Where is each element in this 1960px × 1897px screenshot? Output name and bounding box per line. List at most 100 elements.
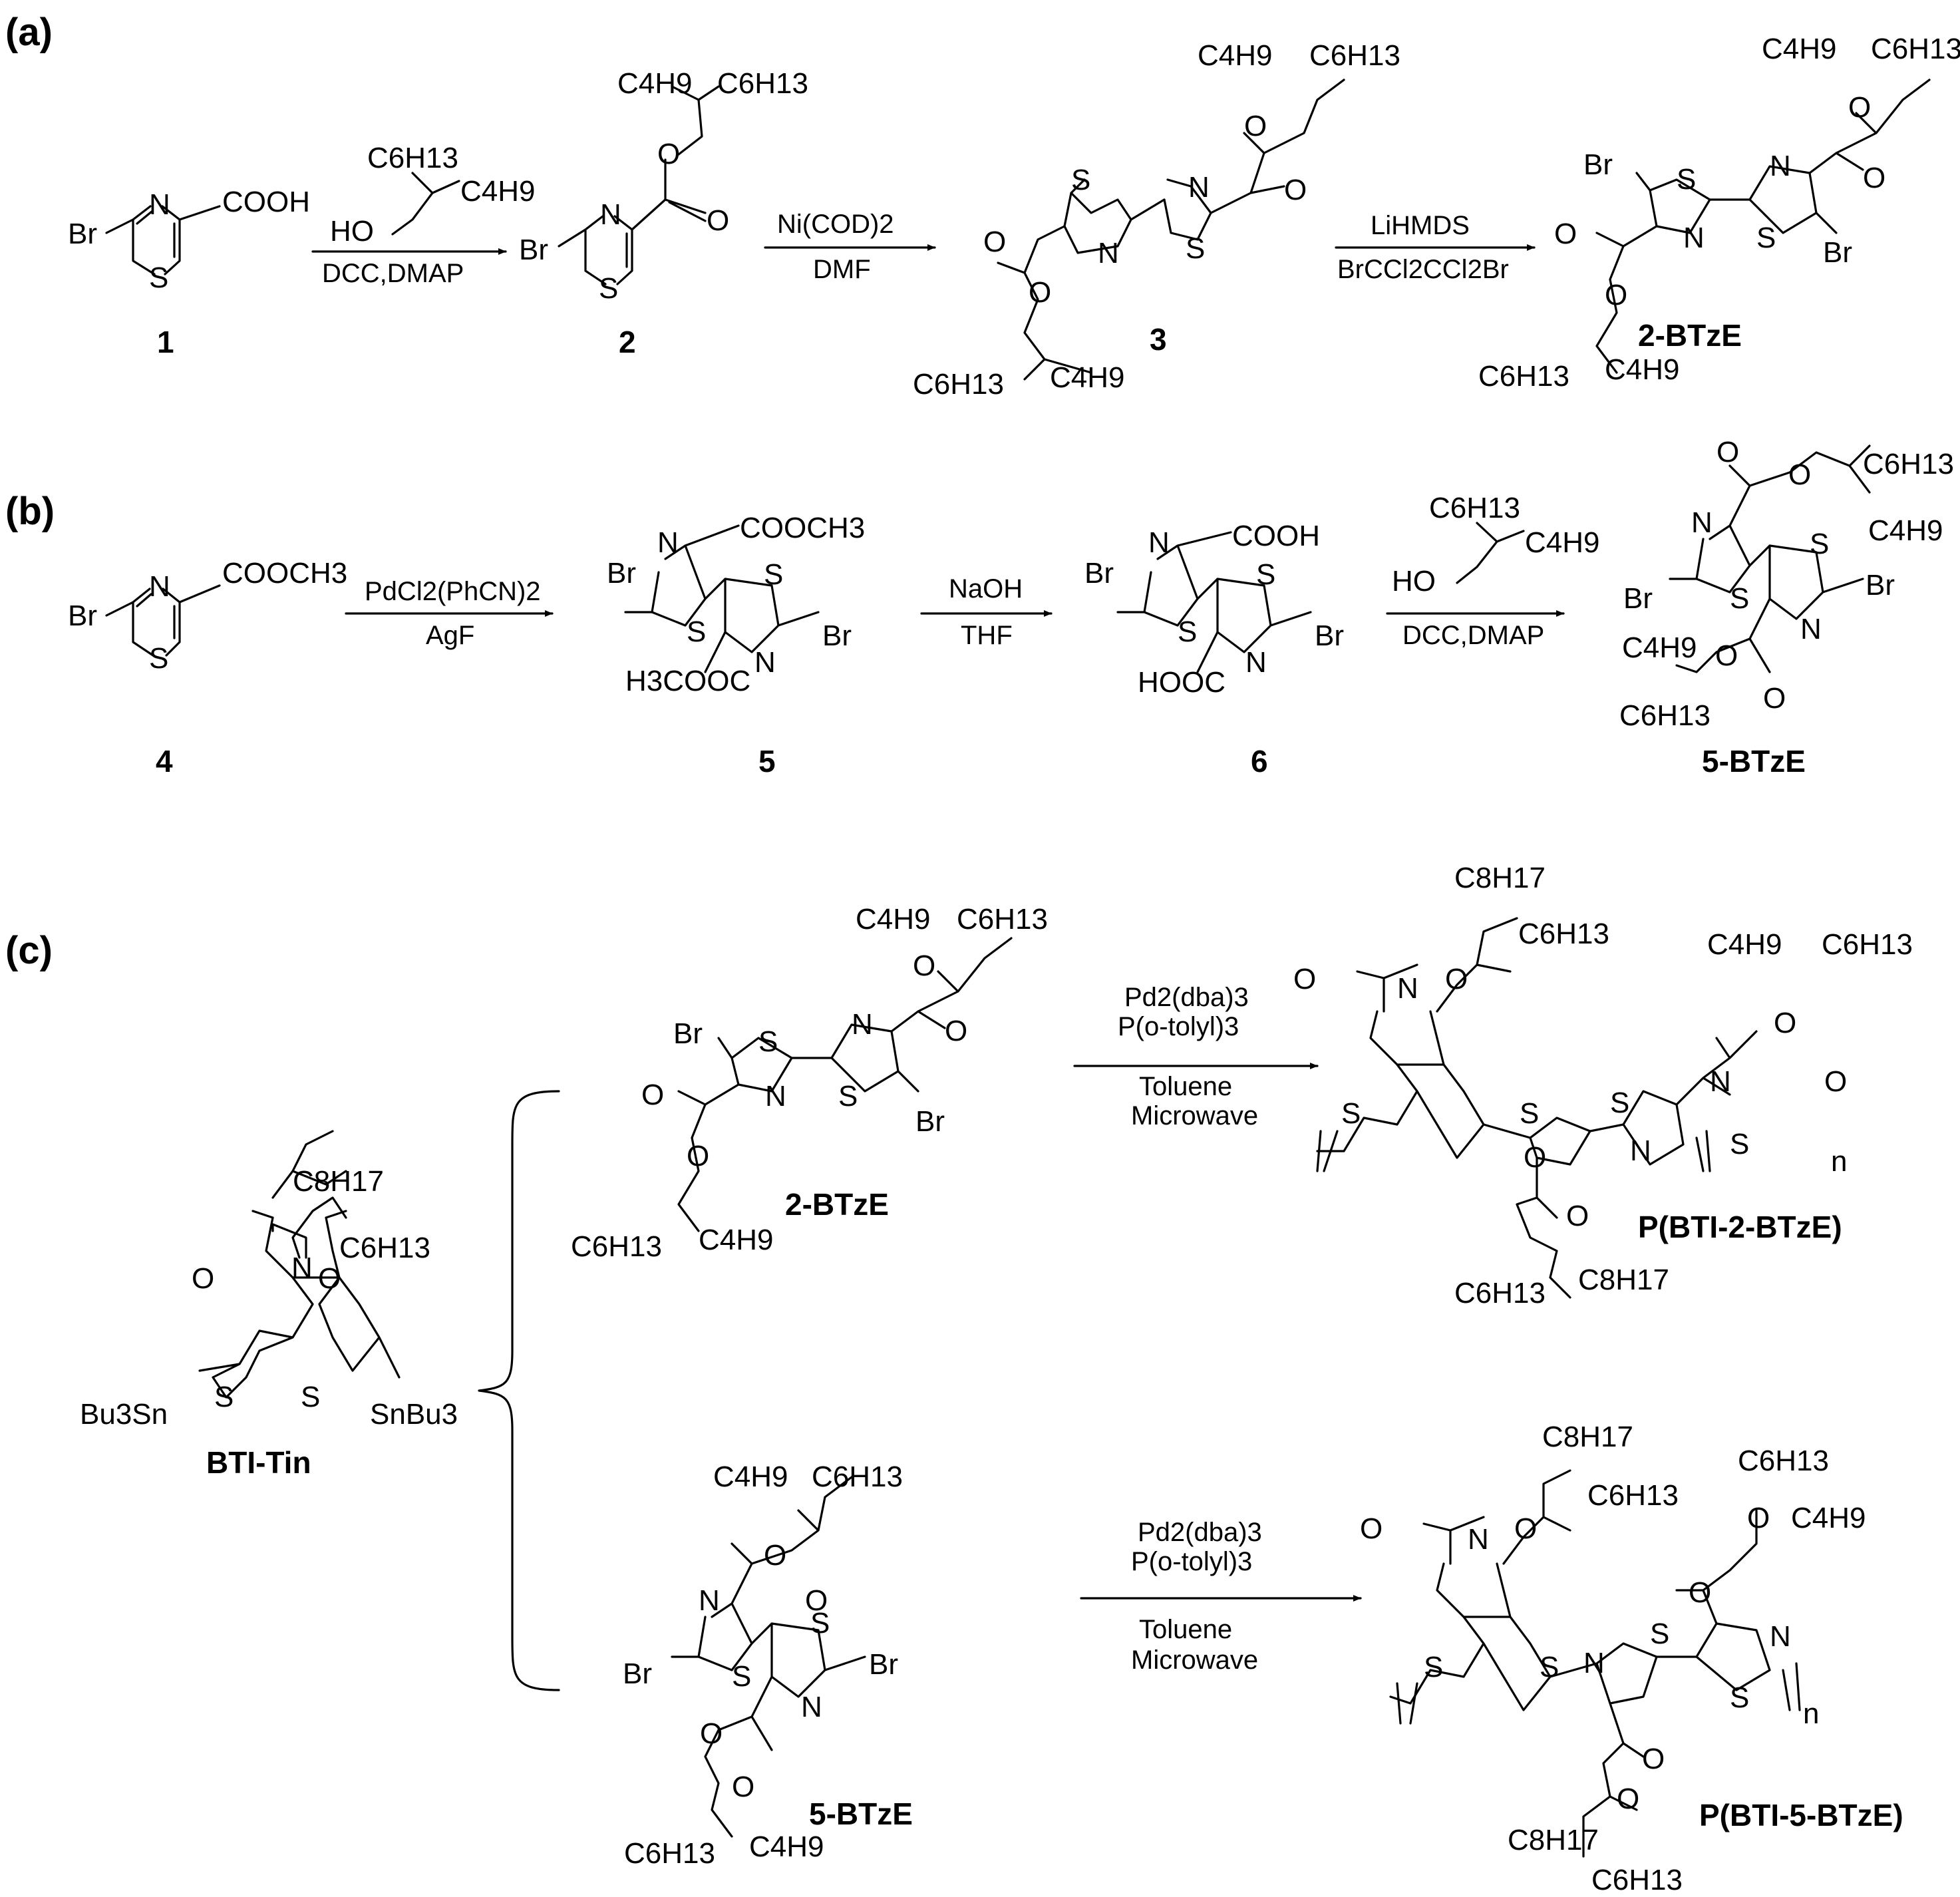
chain-label: C4H9: [1762, 33, 1837, 65]
compound-label-5-btze: 5-BTzE: [809, 1797, 913, 1831]
reagent-text: DMF: [813, 255, 871, 284]
chain-label: C6H13: [1871, 33, 1960, 65]
atom-label: O: [1360, 1512, 1383, 1545]
atom-label: S: [1178, 615, 1197, 648]
atom-label: N: [801, 1691, 822, 1723]
atom-label: N: [149, 188, 170, 221]
atom-label: S: [1610, 1087, 1629, 1119]
polymer-p-bti-5-btze-structure: N O O S S N S N S O O O O n C8H17 C6H13 …: [1360, 1421, 1866, 1896]
reagent-text: Toluene: [1139, 1072, 1232, 1101]
polymer-p-bti-2-btze-structure: N O O S S S N N S O O O O n C8H17 C6H13 …: [1293, 862, 1913, 1309]
chain-label: C4H9: [1622, 631, 1697, 664]
atom-label: O: [657, 138, 680, 170]
atom-label: Br: [519, 234, 548, 266]
compound-label-2-btze: 2-BTzE: [785, 1187, 889, 1222]
atom-label: S: [1186, 232, 1205, 265]
atom-label: N: [1691, 506, 1713, 539]
compound-2-btze-structure: Br S N N S Br O O O O C4H9 C6H13 C6H13 C…: [571, 903, 1048, 1263]
atom-label: O: [1293, 963, 1316, 995]
chain-label: C8H17: [1454, 862, 1546, 894]
reagent-text: P(o-tolyl)3: [1131, 1547, 1252, 1576]
compound-label-2-btze: 2-BTzE: [1638, 318, 1742, 353]
atom-label: N: [1397, 972, 1418, 1005]
polymer-label-p-bti-5-btze: P(BTI-5-BTzE): [1699, 1798, 1903, 1832]
atom-label: O: [1244, 110, 1267, 142]
atom-label: O: [1554, 218, 1577, 250]
reagent-text: DCC,DMAP: [322, 259, 464, 288]
reaction-brace: [478, 1090, 560, 1691]
atom-label: O: [1566, 1200, 1589, 1232]
compound-label-3: 3: [1150, 322, 1167, 357]
atom-label: COOH: [222, 186, 310, 218]
reagent-text: P(o-tolyl)3: [1118, 1012, 1239, 1041]
chain-label: C6H13: [1518, 918, 1609, 950]
atom-label: Br: [1583, 148, 1613, 181]
chain-label: C6H13: [571, 1230, 662, 1263]
atom-label: S: [1730, 582, 1749, 615]
atom-label: S: [764, 558, 783, 591]
compound-label-5-btze: 5-BTzE: [1702, 744, 1806, 778]
atom-label: Br: [1623, 582, 1653, 615]
atom-label: S: [1540, 1651, 1559, 1683]
atom-label: S: [214, 1381, 234, 1413]
atom-label: O: [1642, 1743, 1665, 1775]
atom-label: O: [1284, 174, 1307, 206]
atom-label: O: [1617, 1783, 1639, 1815]
chain-label: C6H13: [1309, 39, 1400, 72]
reagent-2-butyloctanol: HO C6H13 C4H9: [1392, 492, 1600, 598]
atom-label: Br: [623, 1657, 652, 1690]
compound-6-structure: N S S N Br Br COOH HOOC: [1084, 520, 1344, 699]
chain-label: C8H17: [1508, 1824, 1599, 1856]
atom-label: S: [1424, 1651, 1443, 1683]
atom-label: N: [754, 646, 776, 679]
reagent-text: LiHMDS: [1371, 211, 1470, 240]
reagent-text: BrCCl2CCl2Br: [1337, 255, 1509, 284]
atom-label: S: [1730, 1681, 1749, 1714]
compound-4-structure: N S Br COOCH3: [68, 557, 347, 675]
atom-label: Br: [68, 218, 97, 250]
atom-label: N: [1770, 1620, 1791, 1653]
atom-label: Br: [607, 557, 636, 590]
atom-label: O: [1863, 162, 1885, 194]
atom-label: S: [838, 1080, 858, 1113]
atom-label: HOOC: [1138, 666, 1225, 699]
chain-label: C6H13: [1478, 360, 1569, 393]
atom-label: O: [913, 949, 935, 982]
chain-label: C4H9: [1868, 514, 1943, 547]
atom-label: COOH: [1232, 520, 1320, 552]
compound-bti-tin-structure: N O O S S Bu3Sn SnBu3 C8H17 C6H13: [80, 1130, 458, 1431]
chain-label: C8H17: [293, 1165, 384, 1198]
chain-label: C4H9: [1525, 526, 1600, 559]
chain-label: C6H13: [367, 142, 458, 174]
reagent-text: Toluene: [1139, 1615, 1232, 1644]
panel-label-a: (a): [5, 11, 53, 54]
atom-label: SnBu3: [370, 1398, 458, 1431]
chain-label: C6H13: [1619, 699, 1711, 732]
atom-label: S: [758, 1025, 778, 1058]
compound-label-1: 1: [157, 325, 174, 359]
atom-label: N: [1188, 171, 1210, 204]
chain-label: C4H9: [1605, 353, 1680, 386]
atom-label: N: [1630, 1134, 1651, 1167]
polymer-label-p-bti-2-btze: P(BTI-2-BTzE): [1638, 1210, 1842, 1244]
atom-label: Bu3Sn: [80, 1398, 168, 1431]
atom-label: N: [699, 1584, 720, 1617]
panel-label-c: (c): [5, 929, 53, 972]
atom-label: S: [301, 1381, 320, 1413]
atom-label: S: [599, 272, 618, 305]
atom-label: S: [149, 642, 168, 675]
chain-label: C8H17: [1542, 1421, 1633, 1453]
atom-label: O: [1445, 963, 1468, 995]
atom-label: n: [1831, 1145, 1847, 1178]
chain-label: C4H9: [1707, 928, 1782, 961]
reagent-text: Microwave: [1131, 1101, 1258, 1130]
chain-label: C6H13: [1587, 1479, 1679, 1512]
atom-label: Br: [673, 1017, 703, 1050]
atom-label: O: [1763, 682, 1786, 715]
chain-label: C6H13: [339, 1232, 430, 1264]
chain-label: C4H9: [1198, 39, 1273, 72]
compound-5-btze-structure: N S S N Br Br O O O O C6H13 C4H9 C4H9 C6…: [1619, 436, 1954, 732]
atom-label: S: [1341, 1097, 1361, 1130]
chain-label: C4H9: [1050, 361, 1125, 394]
